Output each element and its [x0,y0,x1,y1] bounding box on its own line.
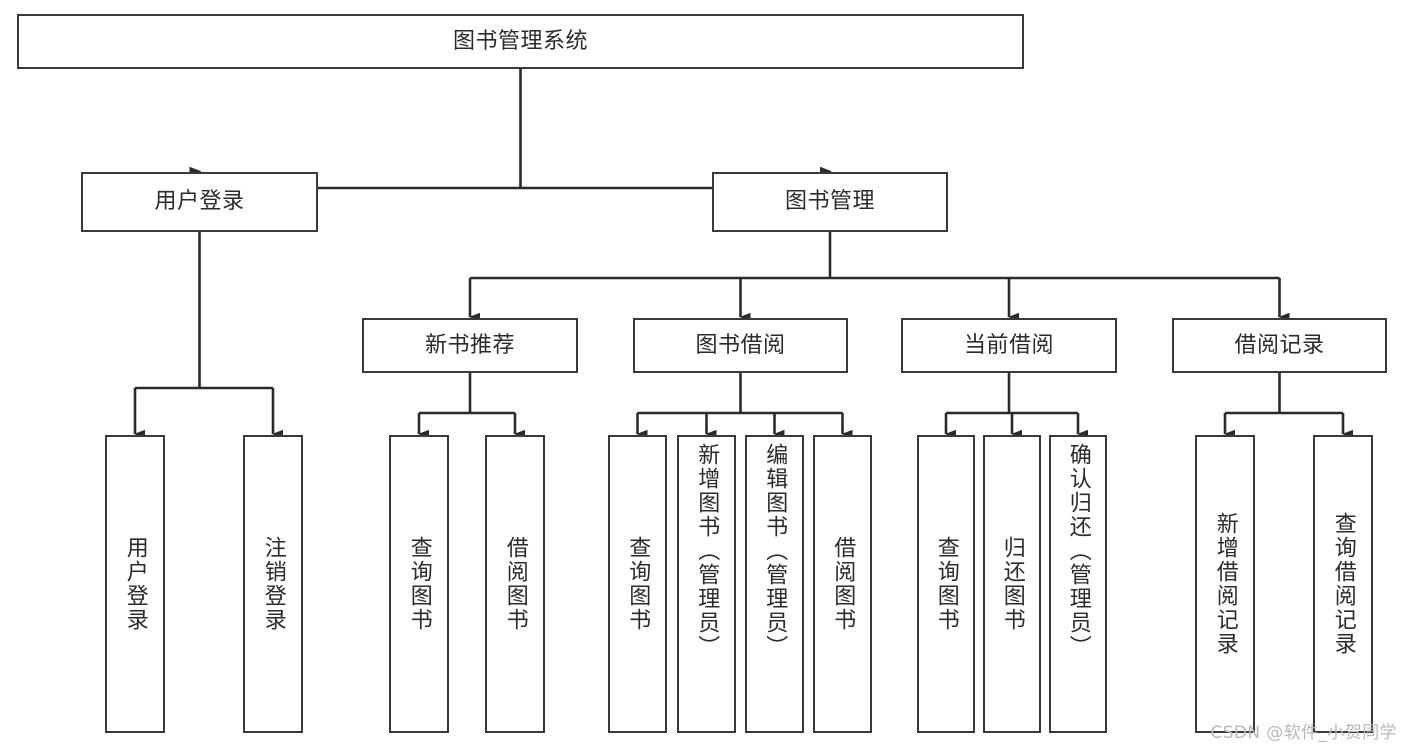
node-label: 编辑图书（管理员） [762,443,788,659]
node-label: 注销登录 [260,536,286,632]
node-label: 查询图书 [625,536,651,632]
node-label: 新增图书（管理员） [694,443,720,659]
node-label: 新书推荐 [424,332,515,358]
node-leaf-query-book-3[interactable]: 查询图书 [917,435,975,733]
node-label: 图书管理 [784,189,875,215]
node-user-login[interactable]: 用户登录 [81,172,318,232]
node-leaf-borrow-book-1[interactable]: 借阅图书 [485,435,545,733]
node-leaf-edit-book[interactable]: 编辑图书（管理员） [745,435,804,733]
node-new-book-recommend[interactable]: 新书推荐 [362,318,578,373]
node-label: 借阅记录 [1234,332,1325,358]
node-label: 当前借阅 [963,332,1054,358]
node-label: 确认归还（管理员） [1065,443,1091,659]
node-leaf-confirm-return[interactable]: 确认归还（管理员） [1049,435,1107,733]
node-label: 查询图书 [933,536,959,632]
node-leaf-user-logout[interactable]: 注销登录 [243,435,303,733]
node-leaf-return-book[interactable]: 归还图书 [983,435,1041,733]
node-current-borrow[interactable]: 当前借阅 [901,318,1117,373]
node-leaf-add-book[interactable]: 新增图书（管理员） [677,435,736,733]
node-book-management[interactable]: 图书管理 [712,172,948,232]
node-label: 图书管理系统 [452,28,588,54]
node-label: 借阅图书 [502,536,528,632]
node-label: 新增借阅记录 [1212,512,1238,656]
node-root[interactable]: 图书管理系统 [17,14,1024,69]
node-leaf-user-login[interactable]: 用户登录 [105,435,165,733]
node-label: 用户登录 [122,536,148,632]
node-label: 图书借阅 [695,332,786,358]
node-label: 借阅图书 [830,536,856,632]
node-leaf-query-book-2[interactable]: 查询图书 [608,435,667,733]
watermark-text: CSDN @软件_小贺同学 [1210,723,1397,743]
node-label: 查询图书 [406,536,432,632]
node-borrow-record[interactable]: 借阅记录 [1172,318,1387,373]
node-label: 用户登录 [154,189,245,215]
node-label: 查询借阅记录 [1330,512,1356,656]
node-book-borrow[interactable]: 图书借阅 [633,318,848,373]
node-leaf-add-record[interactable]: 新增借阅记录 [1195,435,1255,733]
node-label: 归还图书 [999,536,1025,632]
node-leaf-query-record[interactable]: 查询借阅记录 [1313,435,1373,733]
node-leaf-borrow-book-2[interactable]: 借阅图书 [813,435,872,733]
node-leaf-query-book-1[interactable]: 查询图书 [389,435,449,733]
